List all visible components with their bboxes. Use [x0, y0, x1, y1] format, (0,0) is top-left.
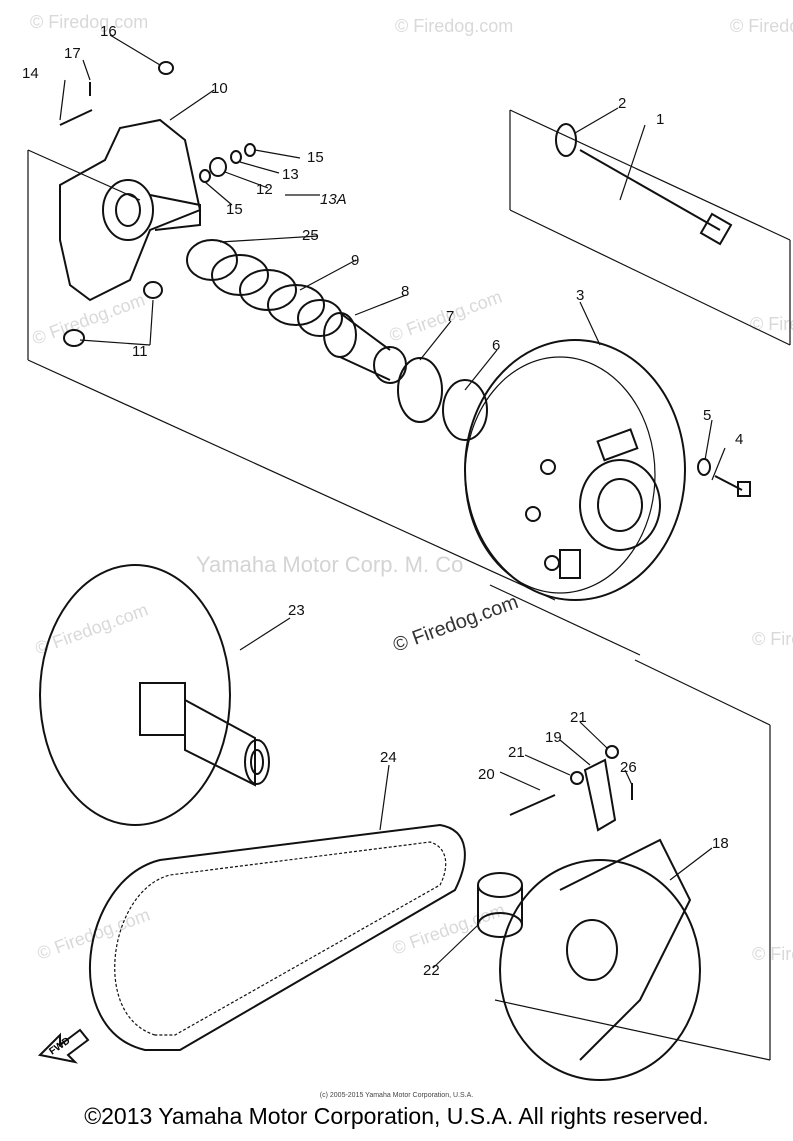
callout-9: 9	[351, 252, 359, 269]
part-21-washer-a	[605, 745, 619, 759]
watermark-right-3: © Firedog.com	[752, 944, 793, 964]
part-6-ring	[442, 379, 488, 441]
callout-6: 6	[492, 337, 500, 354]
callout-20: 20	[478, 766, 495, 783]
callout-1: 1	[656, 111, 664, 128]
callout-19: 19	[545, 729, 562, 746]
callout-15-upper: 15	[307, 149, 324, 166]
callout-25: 25	[302, 227, 319, 244]
leader-lines	[59, 34, 726, 969]
callout-23: 23	[288, 602, 305, 619]
part-10-spider	[59, 118, 202, 302]
part-3-cover	[464, 339, 686, 601]
footer-copyright: ©2013 Yamaha Motor Corporation, U.S.A. A…	[84, 1103, 709, 1129]
part-16-nut	[158, 61, 174, 75]
callout-15-lower: 15	[226, 201, 243, 218]
callout-12: 12	[256, 181, 273, 198]
callout-18: 18	[712, 835, 729, 852]
callout-13a: 13A	[320, 191, 347, 208]
callout-17: 17	[64, 45, 81, 62]
part-20-pin	[509, 794, 556, 816]
callout-8: 8	[401, 283, 409, 300]
callout-4: 4	[735, 431, 743, 448]
part-5-washer	[697, 458, 711, 476]
callout-2: 2	[618, 95, 626, 112]
part-21-washer-b	[570, 771, 584, 785]
watermark-mid-3: © Firedog.com	[390, 899, 508, 958]
part-25-ring	[186, 239, 238, 281]
part-14-pin	[59, 109, 93, 126]
part-8-sleeve	[323, 312, 407, 384]
part-4-bolt	[714, 475, 751, 497]
callout-3: 3	[576, 287, 584, 304]
callout-24: 24	[380, 749, 397, 766]
callout-5: 5	[703, 407, 711, 424]
part-19-arm	[583, 758, 617, 832]
callout-7: 7	[446, 308, 454, 325]
part-11-cap-a	[63, 329, 85, 347]
watermark-yamaha: Yamaha Motor Corp. M. Co	[196, 552, 463, 577]
callout-22: 22	[423, 962, 440, 979]
callout-16: 16	[100, 23, 117, 40]
watermark-top-right: © Firedog.com	[730, 16, 793, 36]
part-11-cap-b	[143, 281, 163, 299]
watermark-right-2: © Firedog.com	[752, 629, 793, 649]
callout-21-top: 21	[570, 709, 587, 726]
fwd-arrow: FWD	[37, 1028, 90, 1064]
footer-small-copyright: (c) 2005-2015 Yamaha Motor Corporation, …	[319, 1092, 474, 1099]
callout-11: 11	[132, 343, 148, 360]
part-9-spring	[211, 254, 343, 337]
callout-26: 26	[620, 759, 637, 776]
watermarks: © Firedog.com © Firedog.com © Firedog.co…	[30, 12, 793, 964]
callout-21-left: 21	[508, 744, 525, 761]
callout-14: 14	[22, 65, 39, 82]
callouts: 1 2 3 4 5 6 7 8 9 10 11 12 13 13A 14 15 …	[22, 23, 743, 979]
part-1-bolt	[579, 149, 733, 246]
watermark-top-left: © Firedog.com	[30, 12, 148, 32]
part-23-sheave	[39, 564, 270, 826]
watermark-top-center: © Firedog.com	[395, 16, 513, 36]
watermark-center-firedog: © Firedog.com	[390, 591, 521, 657]
part-18-sheave	[499, 838, 701, 1081]
watermark-left-2: © Firedog.com	[33, 599, 151, 658]
part-2-washer	[555, 123, 577, 157]
part-24-belt	[88, 823, 466, 1051]
callout-10: 10	[211, 80, 228, 97]
watermark-right-1: © Firedog.com	[750, 314, 793, 334]
callout-13: 13	[282, 166, 299, 183]
part-7-bushing	[397, 357, 443, 423]
part-12-13-15-rollers	[199, 143, 256, 183]
